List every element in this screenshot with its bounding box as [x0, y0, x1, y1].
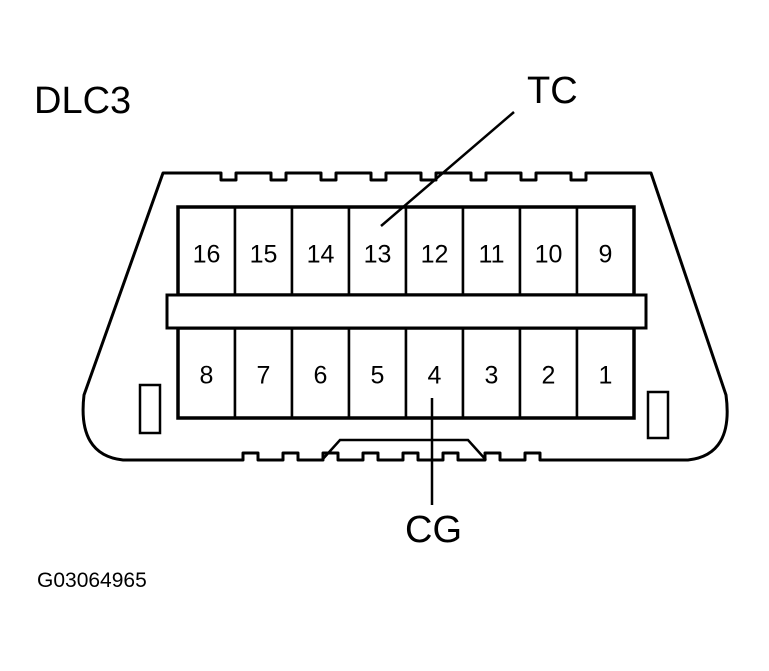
- tc-leader-line: [380, 111, 515, 227]
- pin-cavity-15: [233, 205, 294, 297]
- cg-terminal-label: CG: [405, 509, 462, 551]
- pin-number-10: 10: [535, 241, 563, 269]
- pin-number-13: 13: [364, 241, 392, 269]
- connector-housing: [81, 171, 729, 462]
- connector-title: DLC3: [34, 80, 132, 122]
- pin-number-5: 5: [371, 362, 385, 390]
- pin-cavity-7: [233, 326, 294, 420]
- keyway: [321, 438, 487, 461]
- pin-number-4: 4: [428, 362, 442, 390]
- latch-slot-right: [646, 390, 670, 440]
- pin-number-9: 9: [599, 241, 613, 269]
- pin-number-2: 2: [542, 362, 556, 390]
- tc-terminal-label: TC: [527, 70, 578, 112]
- pin-cavity-4: [404, 326, 465, 420]
- pin-number-15: 15: [250, 241, 278, 269]
- separator-bar: [165, 293, 648, 330]
- pin-number-3: 3: [485, 362, 499, 390]
- latch-slot-left: [138, 383, 162, 435]
- pin-cavity-5: [347, 326, 408, 420]
- pin-number-12: 12: [421, 241, 449, 269]
- pin-grid: 16 15 14 13 12 11 10 9 8 7 6 5 4 3 2 1: [176, 205, 636, 420]
- pin-number-11: 11: [479, 241, 505, 269]
- pin-cavity-8: [176, 326, 237, 420]
- pin-number-14: 14: [307, 241, 335, 269]
- pin-number-8: 8: [200, 362, 214, 390]
- pin-number-6: 6: [314, 362, 328, 390]
- pin-number-16: 16: [193, 241, 221, 269]
- figure-code: G03064965: [37, 569, 147, 592]
- pin-number-1: 1: [599, 362, 613, 390]
- pin-number-7: 7: [257, 362, 271, 390]
